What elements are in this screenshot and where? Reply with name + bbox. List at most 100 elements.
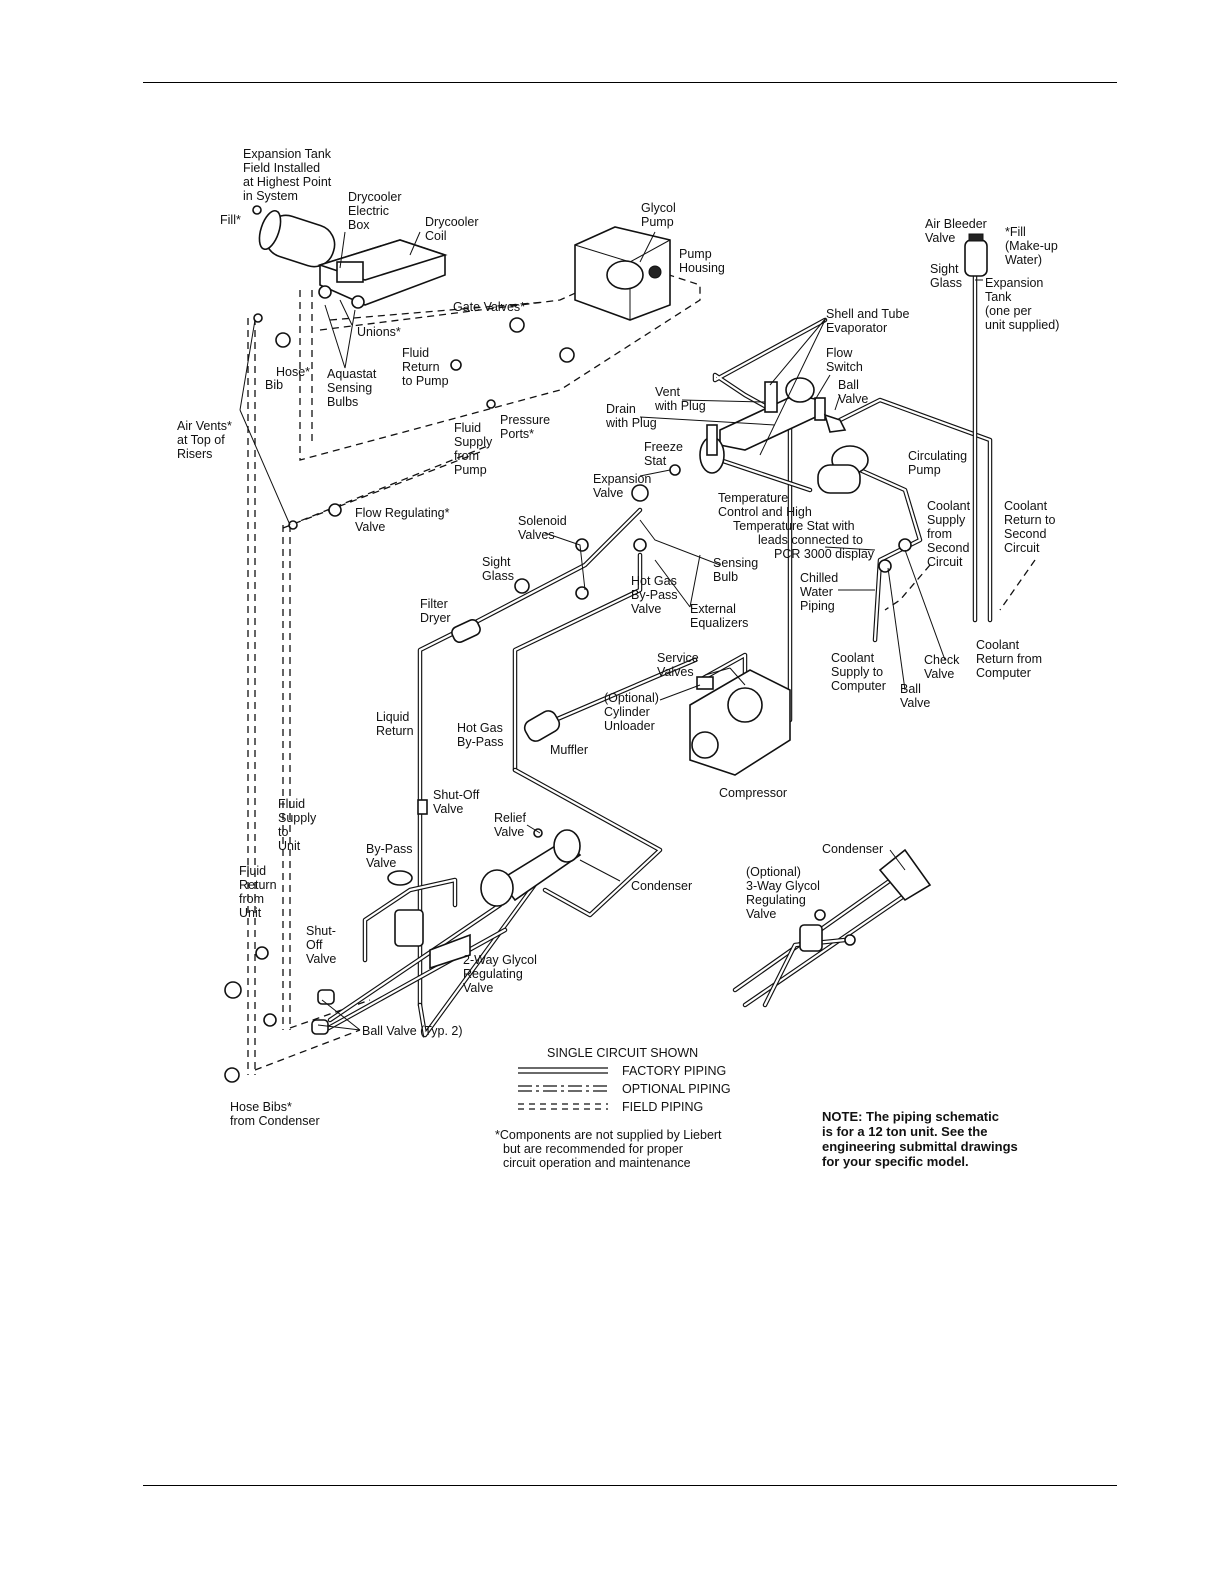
label-line: Valve — [494, 825, 524, 839]
label-line: Valve — [306, 952, 336, 966]
label-line: Fluid — [454, 421, 481, 435]
condenser — [480, 828, 582, 907]
shell-tube-evaporator — [699, 377, 847, 474]
note-line: NOTE: The piping schematic — [822, 1109, 999, 1124]
legend-optional-swatch — [518, 1085, 608, 1092]
label-line: PCR 3000 display — [774, 547, 875, 561]
label-line: Check — [924, 653, 960, 667]
label-line: Regulating — [463, 967, 523, 981]
label-line: Chilled — [800, 571, 838, 585]
label-line: By-Pass — [631, 588, 678, 602]
label-line: Unit — [239, 906, 262, 920]
glycol-pump-housing — [574, 226, 671, 321]
label-line: Pump — [908, 463, 941, 477]
label-line: (one per — [985, 304, 1032, 318]
footnote-line: but are recommended for proper — [503, 1142, 683, 1156]
label-fill: Fill* — [220, 213, 241, 227]
label-line: Pump — [454, 463, 487, 477]
label-line: Return to — [1004, 513, 1055, 527]
chilled-water-valves — [878, 538, 912, 573]
label-line: Valve — [366, 856, 396, 870]
label-line: Shut-Off — [433, 788, 480, 802]
note-line: is for a 12 ton unit. See the — [822, 1124, 987, 1139]
label-line: Sight — [482, 555, 511, 569]
label-line: Shut- — [306, 924, 336, 938]
label-line: Air Bleeder — [925, 217, 987, 231]
leader-lines — [239, 231, 983, 1031]
label-line: from — [239, 892, 264, 906]
label-line: Service — [657, 651, 699, 665]
label-line: at Highest Point — [243, 175, 332, 189]
label-hose-bibs-condenser: Hose Bibs*from Condenser — [230, 1100, 320, 1128]
note-line: for your specific model. — [822, 1154, 969, 1169]
label-line: Drycooler — [348, 190, 402, 204]
label-line: External — [690, 602, 736, 616]
label-line: (Optional) — [604, 691, 659, 705]
label-line: from — [454, 449, 479, 463]
label-line: Liquid — [376, 710, 409, 724]
label-line: By-Pass — [366, 842, 413, 856]
label-line: Expansion Tank — [243, 147, 332, 161]
label-line: Circulating — [908, 449, 967, 463]
label-line: *Fill — [1005, 225, 1026, 239]
label-line: Glass — [482, 569, 514, 583]
label-ball-valve-typ: Ball Valve (Typ. 2) — [362, 1024, 463, 1038]
label-line: with Plug — [605, 416, 657, 430]
label-compressor: Compressor — [719, 786, 787, 800]
label-line: Pump — [679, 247, 712, 261]
drycooler — [317, 239, 448, 309]
label-line: Sensing — [713, 556, 758, 570]
label-line: Piping — [800, 599, 835, 613]
label-line: Second — [927, 541, 969, 555]
label-line: Valve — [463, 981, 493, 995]
label-line: Return from — [976, 652, 1042, 666]
label-line: Fluid — [402, 346, 429, 360]
label-line: Solenoid — [518, 514, 567, 528]
label-flow-regulating: Flow Regulating*Valve — [355, 506, 450, 534]
label-line: Glycol — [641, 201, 676, 215]
label-condenser-main: Condenser — [631, 879, 692, 893]
label-line: Second — [1004, 527, 1046, 541]
legend-field-swatch — [518, 1103, 608, 1110]
label-line: Valve — [925, 231, 955, 245]
label-line: Hose Bibs* — [230, 1100, 292, 1114]
three-way-glycol-valve — [799, 848, 932, 952]
label-line: Fluid — [278, 797, 305, 811]
label-line: Flow — [826, 346, 853, 360]
label-line: Unloader — [604, 719, 655, 733]
label-line: Ball — [900, 682, 921, 696]
label-line: Expansion — [593, 472, 651, 486]
label-line: 2-Way Glycol — [463, 953, 537, 967]
label-hose-bib: Hose*Bib — [265, 365, 310, 392]
label-line: with Plug — [654, 399, 706, 413]
field-valves — [224, 205, 575, 1083]
label-line: Vent — [655, 385, 681, 399]
label-line: Flow Regulating* — [355, 506, 450, 520]
label-line: to Pump — [402, 374, 449, 388]
label-line: (Make-up — [1005, 239, 1058, 253]
label-line: Dryer — [420, 611, 451, 625]
label-line: Return — [402, 360, 440, 374]
expansion-tank-supplied — [964, 233, 988, 277]
